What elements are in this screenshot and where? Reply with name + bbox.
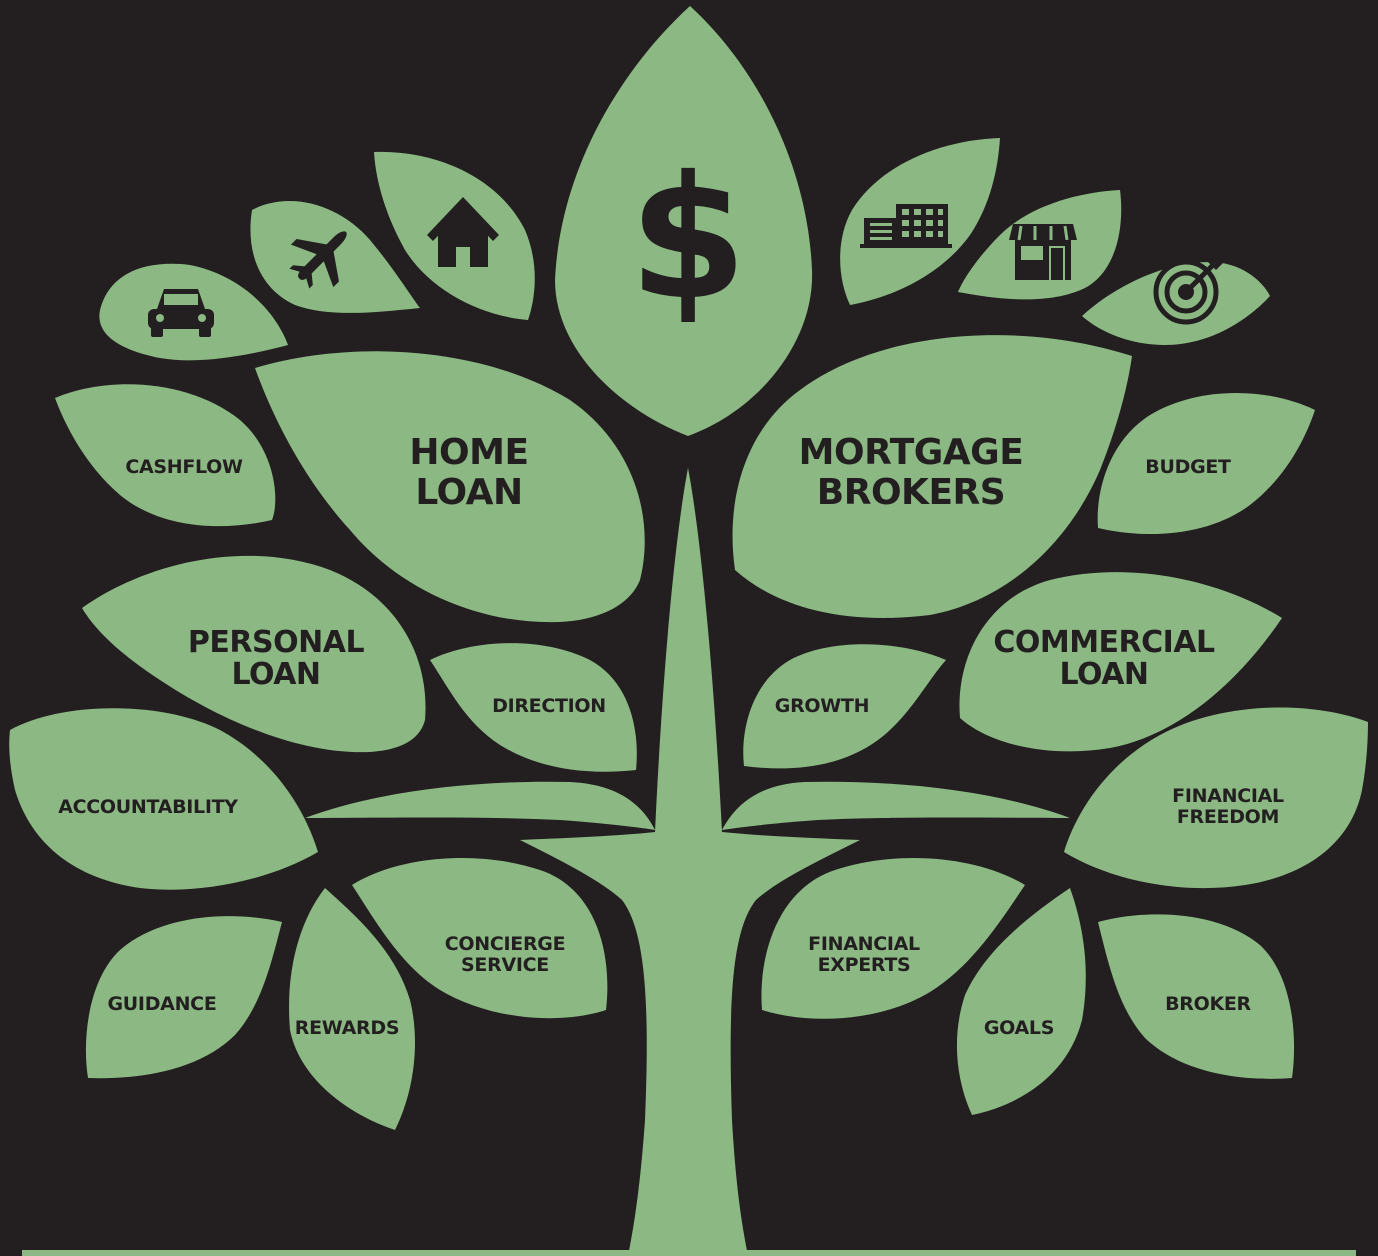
car-icon bbox=[148, 289, 214, 337]
airplane-icon bbox=[289, 231, 347, 289]
budget-label: BUDGET bbox=[1145, 456, 1231, 478]
home-loan-label-line1: HOME bbox=[409, 432, 528, 473]
rewards-leaf bbox=[289, 888, 415, 1130]
direction-label: DIRECTION bbox=[492, 695, 606, 717]
goals-leaf bbox=[956, 888, 1086, 1115]
house-icon bbox=[427, 197, 499, 267]
direction-leaf bbox=[430, 643, 637, 772]
accountability-leaf bbox=[9, 708, 319, 890]
financial-experts-label-line1: FINANCIAL bbox=[808, 933, 920, 955]
storefront-icon bbox=[1009, 224, 1077, 280]
mortgage-brokers-label-line1: MORTGAGE bbox=[799, 432, 1024, 473]
commercial-loan-label-line1: COMMERCIAL bbox=[993, 625, 1215, 660]
cashflow-label: CASHFLOW bbox=[125, 456, 243, 478]
home-loan-leaf bbox=[255, 351, 645, 623]
target-icon bbox=[1153, 254, 1224, 325]
growth-label: GROWTH bbox=[775, 695, 869, 717]
commercial-loan-label-line2: LOAN bbox=[1059, 657, 1148, 692]
tree-trunk bbox=[520, 468, 860, 1256]
concierge-service-leaf bbox=[352, 858, 608, 1019]
personal-loan-label-line1: PERSONAL bbox=[188, 625, 365, 660]
financial-experts-leaf bbox=[761, 858, 1025, 1019]
left-branch bbox=[305, 781, 655, 830]
growth-leaf bbox=[743, 644, 946, 769]
commercial-loan-leaf bbox=[959, 572, 1282, 752]
personal-loan-leaf bbox=[82, 555, 426, 753]
guidance-label: GUIDANCE bbox=[108, 993, 217, 1015]
mortgage-brokers-leaf bbox=[732, 335, 1132, 618]
personal-loan-label-line2: LOAN bbox=[231, 657, 320, 692]
airplane-leaf bbox=[250, 201, 420, 313]
office-building-icon bbox=[860, 204, 952, 248]
top-leaf bbox=[555, 6, 813, 436]
financial-freedom-label-line1: FINANCIAL bbox=[1172, 785, 1284, 807]
goals-label: GOALS bbox=[984, 1017, 1054, 1039]
target-leaf bbox=[1082, 262, 1270, 345]
financial-freedom-label-line2: FREEDOM bbox=[1177, 806, 1279, 828]
financial-experts-label-line2: EXPERTS bbox=[818, 954, 911, 976]
concierge-service-label-line1: CONCIERGE bbox=[445, 933, 566, 955]
cashflow-leaf bbox=[55, 384, 276, 527]
home-loan-label-line2: LOAN bbox=[415, 472, 522, 513]
accountability-label: ACCOUNTABILITY bbox=[58, 796, 238, 818]
guidance-leaf bbox=[85, 916, 282, 1079]
broker-label: BROKER bbox=[1165, 993, 1251, 1015]
right-branch bbox=[722, 781, 1070, 830]
rewards-label: REWARDS bbox=[295, 1017, 399, 1039]
broker-leaf bbox=[1098, 914, 1295, 1079]
concierge-service-label-line2: SERVICE bbox=[461, 954, 549, 976]
mortgage-brokers-label-line2: BROKERS bbox=[817, 472, 1005, 513]
budget-leaf bbox=[1097, 392, 1315, 535]
dollar-icon: $ bbox=[629, 140, 747, 338]
financial-freedom-leaf bbox=[1064, 707, 1368, 889]
